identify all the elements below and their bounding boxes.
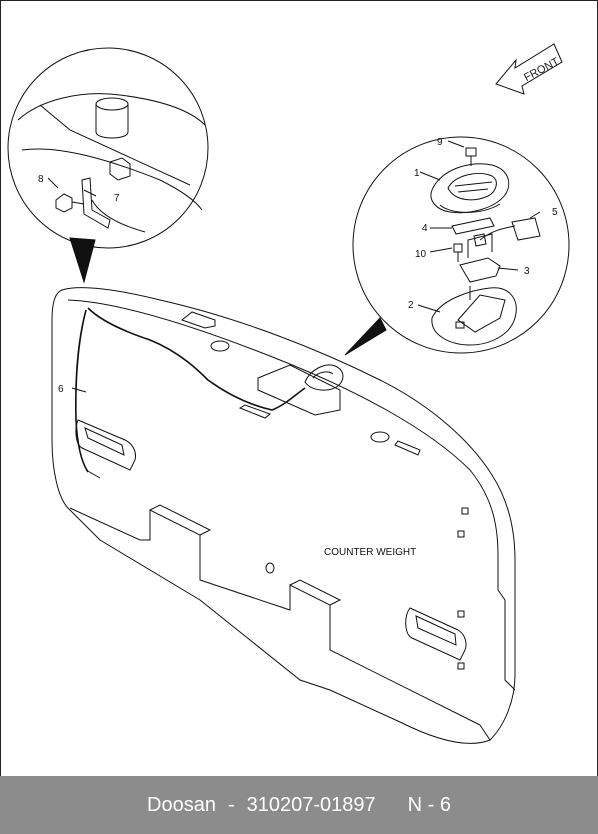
wire-harness — [87, 307, 306, 411]
counterweight-label: COUNTER WEIGHT — [324, 547, 416, 558]
counterweight-lower-edge — [69, 507, 481, 726]
exploded-parts-diagram: 1 2 3 4 5 6 7 8 9 10 FRONT COUNTER WEIGH… — [7, 43, 570, 744]
callout-1: 1 — [414, 168, 420, 179]
lamp-lens — [430, 163, 510, 214]
callout-8: 8 — [38, 174, 44, 185]
lifting-hole — [210, 340, 230, 352]
detail-view-lamp — [352, 136, 570, 354]
part-number: 310207-01897 — [246, 793, 376, 816]
callout-2: 2 — [408, 300, 414, 311]
callout-5: 5 — [552, 207, 558, 218]
lamp-base — [431, 287, 517, 346]
footer-bar: Doosan - 310207-01897 N - 6 — [0, 776, 598, 834]
detail-view-bracket — [7, 47, 209, 249]
brand-name: Doosan — [147, 793, 216, 816]
footer-separator: - — [227, 793, 235, 816]
left-slot — [75, 419, 136, 471]
callout-6: 6 — [58, 384, 64, 395]
page-code: N - 6 — [407, 793, 451, 816]
front-arrow — [495, 43, 563, 95]
right-slot — [405, 607, 467, 661]
callout-4: 4 — [422, 223, 428, 234]
counterweight-outline — [51, 287, 516, 744]
drawing-frame — [0, 0, 598, 777]
callout-3: 3 — [524, 266, 530, 277]
beacon-lamp-small — [304, 364, 344, 391]
callout-7: 7 — [114, 193, 120, 204]
callout-9: 9 — [437, 137, 443, 148]
callout-10: 10 — [415, 249, 427, 260]
lifting-hole — [370, 431, 390, 443]
counterweight-inner-edge — [67, 299, 499, 556]
